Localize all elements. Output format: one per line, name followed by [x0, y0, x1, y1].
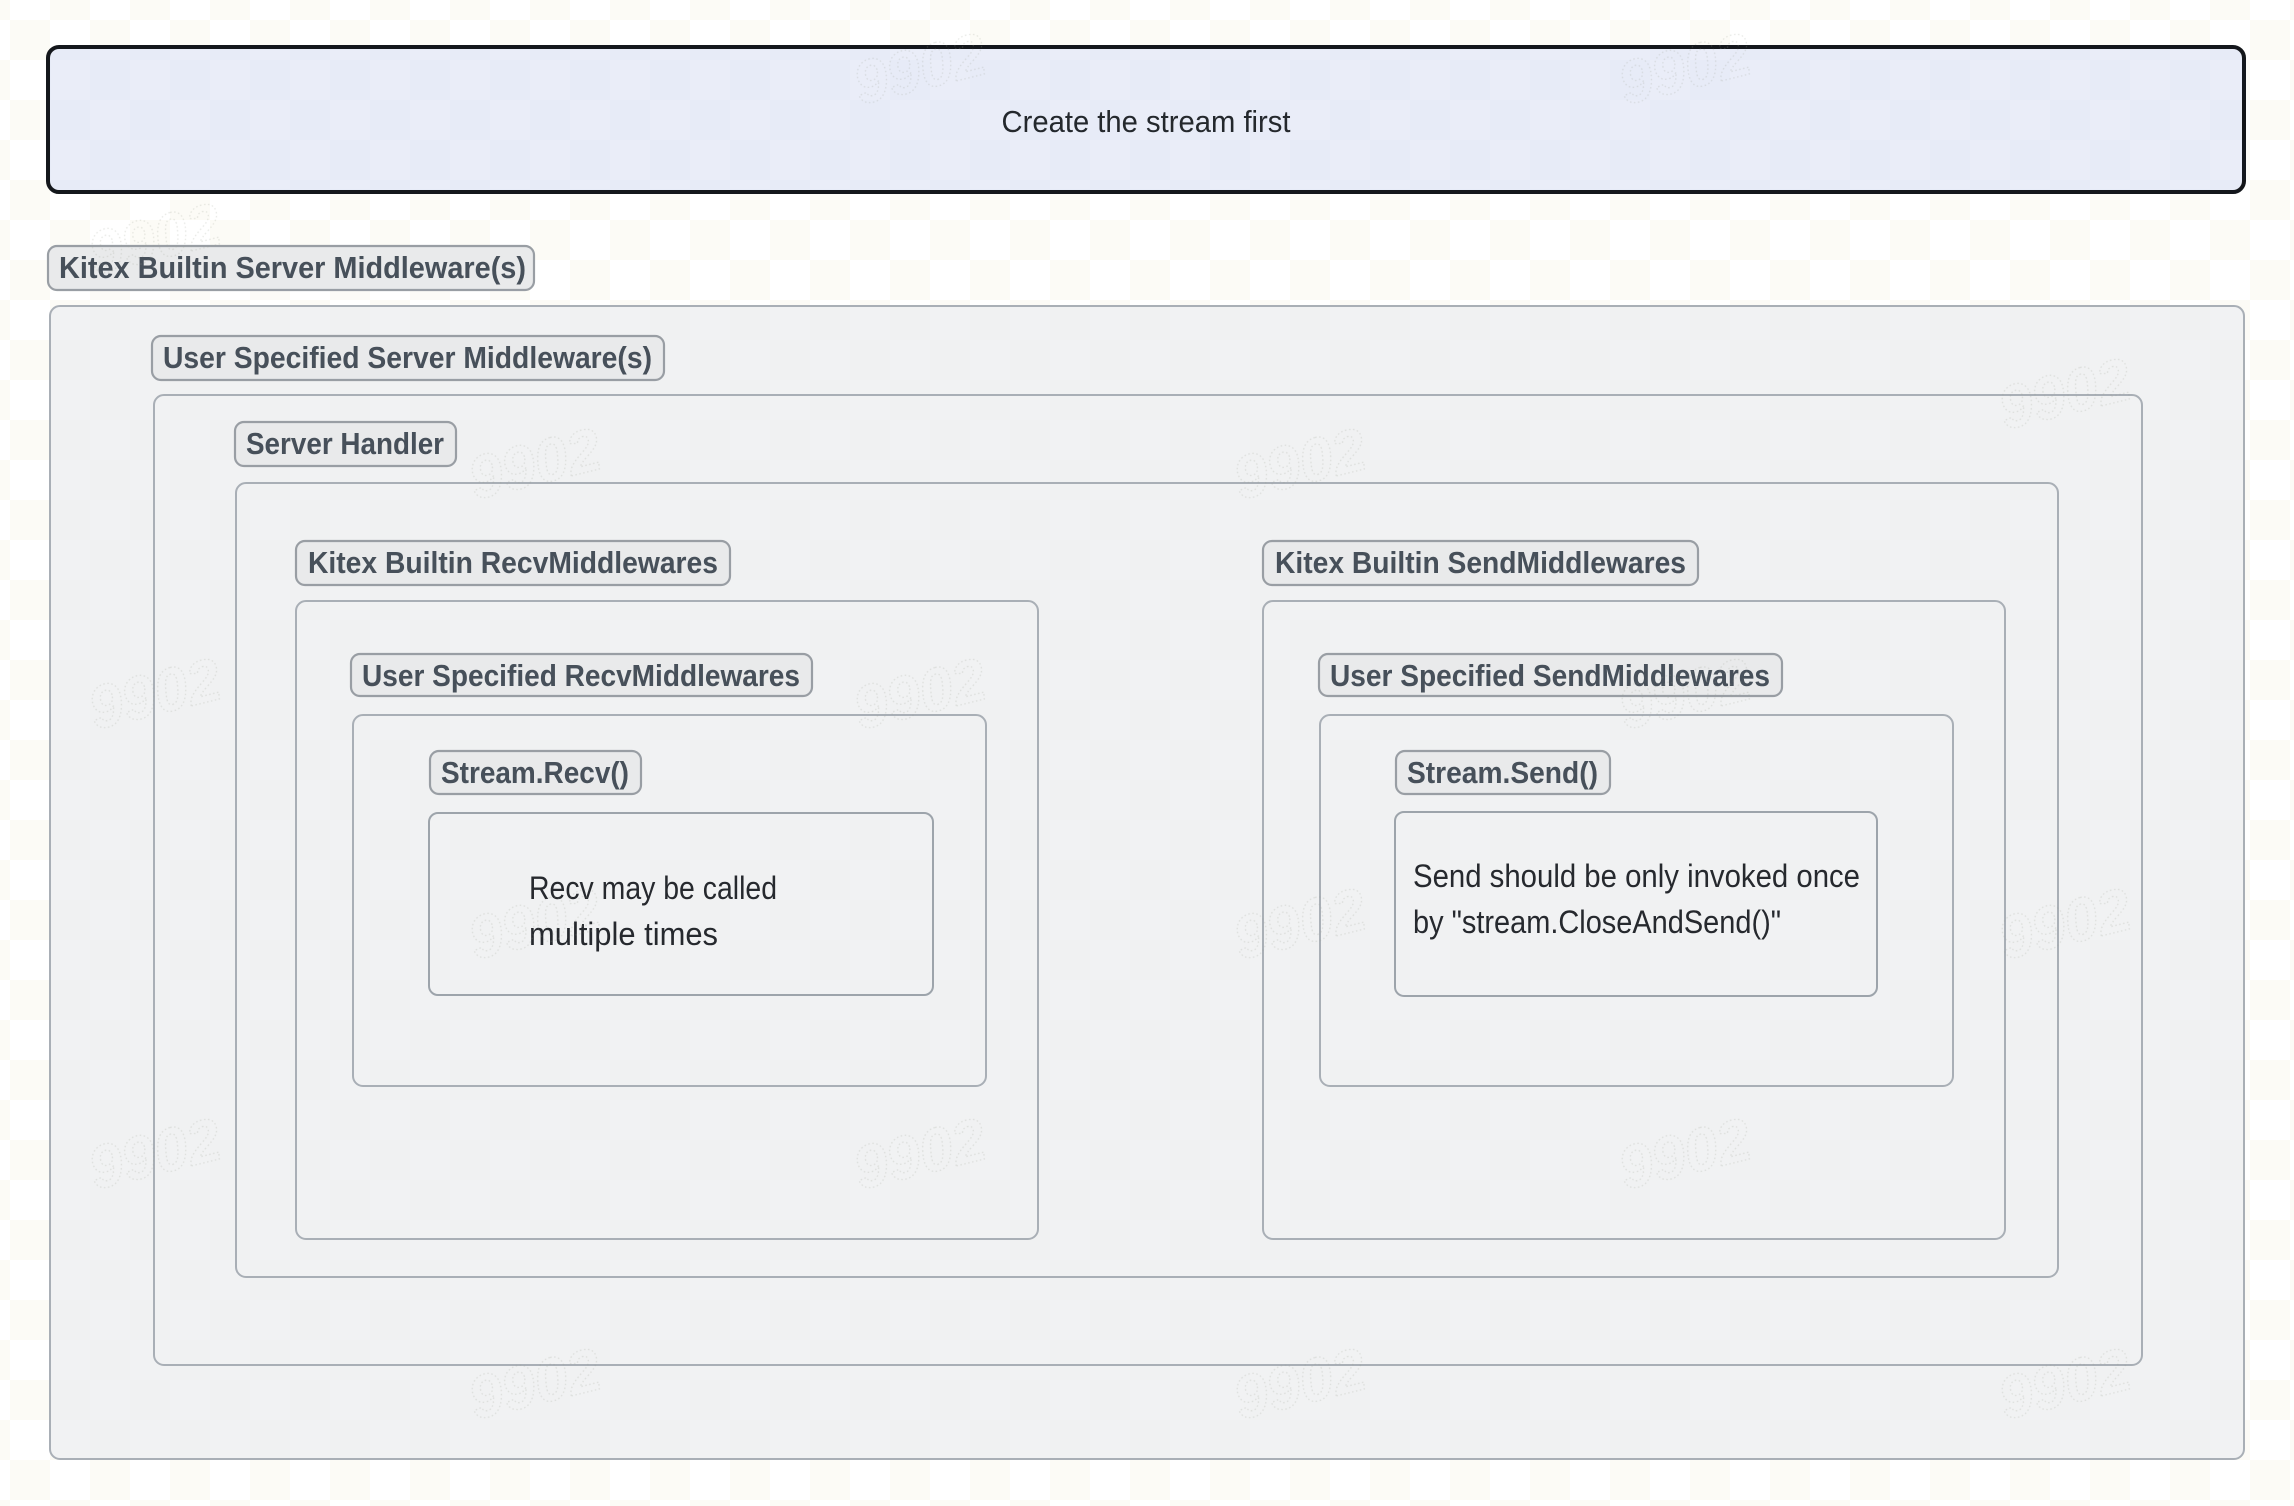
svg-text:by "stream.CloseAndSend()": by "stream.CloseAndSend()" — [1413, 904, 1781, 940]
svg-text:multiple times: multiple times — [529, 916, 718, 952]
svg-text:User Specified Server Middlewa: User Specified Server Middleware(s) — [163, 340, 652, 375]
svg-text:Kitex Builtin Server Middlewar: Kitex Builtin Server Middleware(s) — [59, 250, 526, 285]
svg-text:User Specified SendMiddlewares: User Specified SendMiddlewares — [1330, 658, 1770, 693]
svg-text:Server Handler: Server Handler — [246, 426, 444, 461]
svg-text:Recv may be called: Recv may be called — [529, 870, 777, 906]
svg-text:Create the stream first: Create the stream first — [1002, 104, 1291, 139]
svg-text:Stream.Send(): Stream.Send() — [1407, 755, 1598, 790]
svg-text:Kitex Builtin SendMiddlewares: Kitex Builtin SendMiddlewares — [1275, 545, 1686, 580]
svg-text:User Specified RecvMiddlewares: User Specified RecvMiddlewares — [362, 658, 800, 693]
svg-text:Kitex Builtin RecvMiddlewares: Kitex Builtin RecvMiddlewares — [308, 545, 718, 580]
svg-text:Send should be only invoked on: Send should be only invoked once — [1413, 858, 1860, 894]
svg-text:Stream.Recv(): Stream.Recv() — [441, 755, 629, 790]
